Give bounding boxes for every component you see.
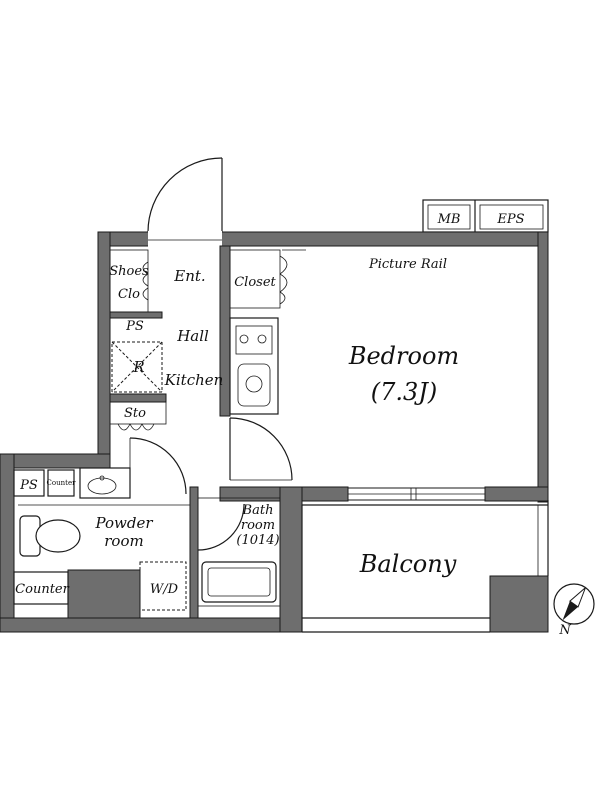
- bath-fixtures: [197, 497, 281, 607]
- powder-room-label-2: room: [104, 532, 143, 550]
- counter-label: Counter: [15, 582, 69, 597]
- kitchen-unit: [229, 317, 279, 415]
- closet: [229, 249, 306, 309]
- balcony-outline: [301, 500, 549, 633]
- ps-label-top: PS: [125, 319, 144, 334]
- shoe-closet: [109, 249, 149, 313]
- mb-eps-block: [422, 199, 549, 233]
- bedroom-label: Bedroom: [348, 342, 459, 370]
- powder-door-swing: [129, 437, 187, 495]
- mb-label: MB: [437, 212, 461, 227]
- entrance-door-swing: [147, 157, 223, 233]
- closet-label: Closet: [234, 275, 276, 290]
- entrance-label: Ent.: [173, 267, 205, 285]
- powder-fixtures: [13, 467, 190, 611]
- powder-room-label: Powder: [94, 514, 153, 532]
- north-label: N: [558, 623, 571, 638]
- shoes-closet-label-2: Clo: [118, 287, 140, 302]
- bath-size-label: (1014): [236, 533, 279, 548]
- kitchen-label: Kitchen: [164, 371, 224, 389]
- counter-small-label: Counter: [47, 479, 77, 487]
- picture-rail-label: Picture Rail: [368, 257, 447, 272]
- bedroom-size-label: (7.3J): [371, 378, 438, 406]
- refrigerator-label: R: [132, 358, 144, 376]
- storage-label: Sto: [124, 406, 146, 421]
- bath-room-label-2: room: [241, 518, 275, 533]
- walls: [0, 231, 549, 633]
- storage: [109, 401, 167, 431]
- washer-label: W/D: [150, 582, 179, 597]
- bath-room-label: Bath: [242, 503, 274, 518]
- shoes-closet-label: Shoes: [109, 264, 149, 279]
- bedroom-door-swing: [229, 417, 293, 481]
- eps-label: EPS: [496, 212, 524, 227]
- ps-label-left: PS: [19, 478, 38, 493]
- refrigerator: [111, 341, 163, 393]
- hall-label: Hall: [176, 327, 209, 345]
- balcony-label: Balcony: [359, 550, 457, 578]
- compass: [553, 583, 595, 625]
